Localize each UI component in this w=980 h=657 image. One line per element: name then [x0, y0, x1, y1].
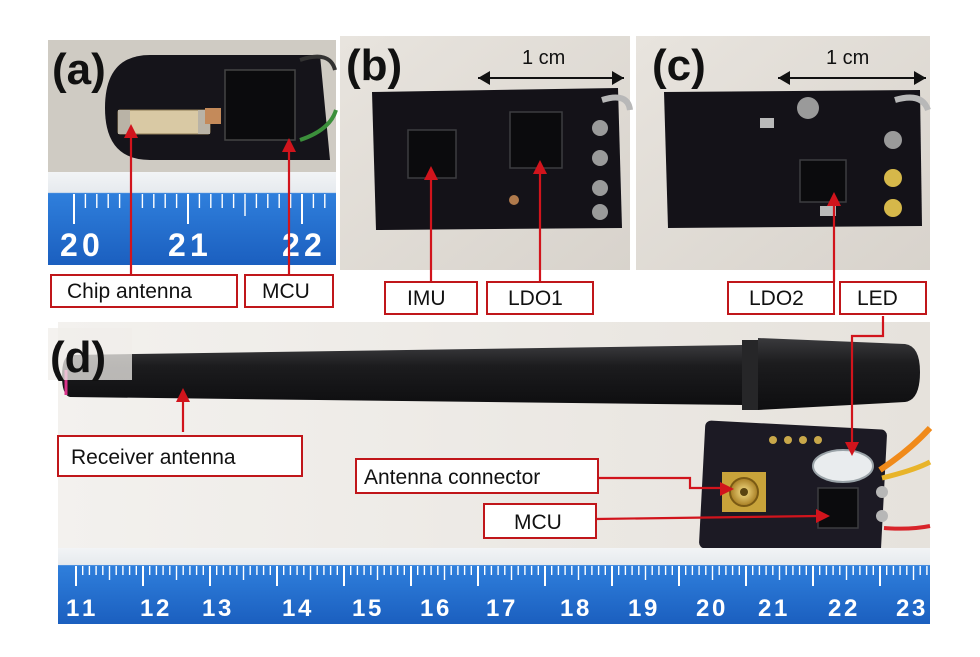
ruler-d-digit: 5: [368, 595, 381, 622]
ruler-d-digit: 1: [420, 595, 433, 622]
label-ldo2: LDO2: [749, 287, 804, 310]
callout-imu: IMU: [384, 281, 478, 315]
ruler-d-digit: 0: [712, 595, 725, 622]
ruler-a-numbers: 2 0 2 1 2 2: [60, 227, 322, 263]
scale-bar-c: 1 cm: [778, 47, 926, 85]
callout-ldo1: LDO1: [486, 281, 594, 315]
ruler-d-digit: 3: [912, 595, 925, 622]
ruler-d-digit: 1: [774, 595, 787, 622]
callout-mcu-d: MCU: [483, 503, 597, 539]
label-ldo1: LDO1: [508, 287, 563, 310]
ruler-d-digit: 4: [298, 595, 312, 622]
panel-b-photo: 1 cm: [340, 36, 633, 270]
ruler-a-digit: 2: [168, 227, 186, 263]
callout-antenna-connector: Antenna connector: [355, 458, 599, 494]
panel-letter-d: (d): [50, 333, 106, 382]
label-antenna-connector: Antenna connector: [364, 466, 540, 489]
ruler-d-digit: 1: [282, 595, 295, 622]
panel-letter-a: (a): [52, 45, 106, 94]
ruler-d-digit: 9: [644, 595, 657, 622]
ruler-d-digit: 2: [758, 595, 771, 622]
label-led: LED: [857, 287, 898, 310]
ruler-d-numbers: 1 1 1 2 1 3 1 4 1 5 1 6 1 7 1 8 1 9 2 0 …: [66, 595, 925, 622]
label-mcu-d: MCU: [514, 511, 562, 534]
ruler-d-digit: 8: [576, 595, 589, 622]
callout-receiver-antenna: Receiver antenna: [57, 435, 303, 477]
ruler-a-digit: 2: [282, 227, 300, 263]
ruler-d-digit: 1: [560, 595, 573, 622]
ruler-d-digit: 2: [828, 595, 841, 622]
ruler-d-digit: 1: [352, 595, 365, 622]
callout-chip-antenna: Chip antenna: [50, 274, 238, 308]
panel-letter-c: (c): [652, 41, 706, 90]
label-imu: IMU: [407, 287, 446, 310]
callout-ldo2: LDO2: [727, 281, 835, 315]
label-receiver-antenna: Receiver antenna: [71, 446, 236, 469]
pcb-board-d: [699, 420, 933, 558]
ruler-a-digit: 2: [304, 227, 322, 263]
ruler-d-digit: 6: [436, 595, 449, 622]
ruler-d-digit: 1: [202, 595, 215, 622]
ruler-d-digit: 1: [628, 595, 641, 622]
ruler-a-digit: 0: [82, 227, 100, 263]
ruler-d-digit: 2: [156, 595, 169, 622]
ruler-d-digit: 1: [82, 595, 95, 622]
ruler-d-digit: 2: [896, 595, 909, 622]
callout-mcu-a: MCU: [244, 274, 334, 308]
ruler-d-digit: 3: [218, 595, 231, 622]
ruler-d: [58, 548, 930, 624]
ruler-d-digit: 7: [502, 595, 515, 622]
ruler-d-digit: 1: [486, 595, 499, 622]
ruler-d-digit: 1: [66, 595, 79, 622]
label-chip-antenna: Chip antenna: [67, 280, 192, 303]
scale-label-c: 1 cm: [826, 47, 869, 69]
scale-bar-b: 1 cm: [478, 47, 624, 85]
receiver-antenna-body: [62, 338, 920, 410]
panel-c-photo: 1 cm: [636, 36, 931, 270]
ruler-a-digit: 1: [190, 227, 208, 263]
callout-led: LED: [839, 281, 927, 315]
pointer-arrows: [124, 124, 885, 523]
label-mcu-a: MCU: [262, 280, 310, 303]
ruler-d-digit: 2: [844, 595, 857, 622]
panel-letter-b: (b): [346, 41, 402, 90]
ruler-d-digit: 1: [140, 595, 153, 622]
ruler-a-digit: 2: [60, 227, 78, 263]
scale-label-b: 1 cm: [522, 47, 565, 69]
ruler-d-digit: 2: [696, 595, 709, 622]
ruler-d-ticks: [75, 566, 928, 586]
